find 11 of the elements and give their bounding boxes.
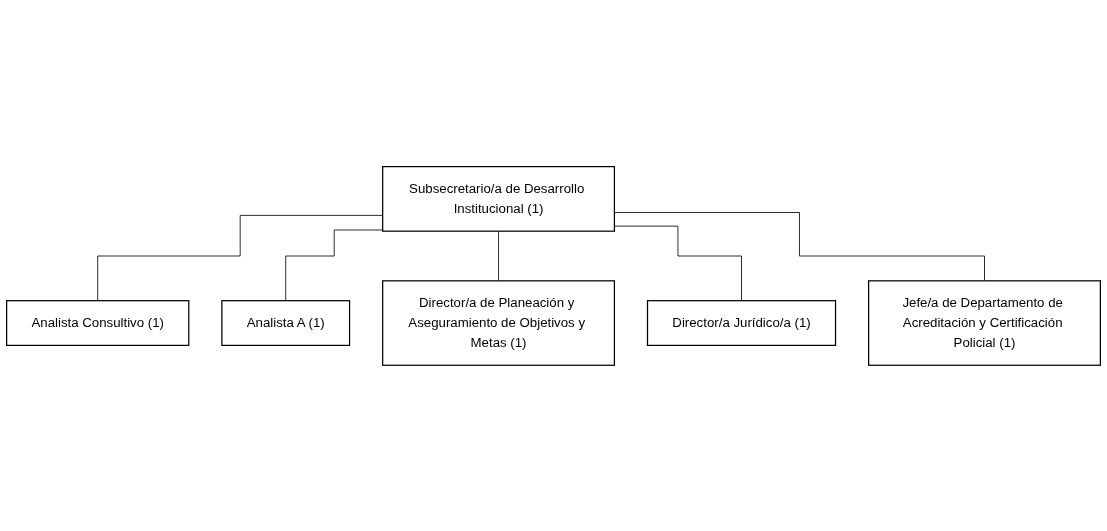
connector <box>614 211 985 281</box>
node-box: Director/a Jurídico/a (1) <box>646 299 837 346</box>
connector <box>614 225 742 301</box>
node-box: Analista Consultivo (1) <box>6 299 190 346</box>
node-box: Jefe/a de Departamento de Acreditación y Certificación Policial (1) <box>868 279 1101 366</box>
connector <box>97 214 384 301</box>
connector <box>498 230 499 281</box>
connector <box>285 229 384 301</box>
node-box: Subsecretario/a de Desarrollo Institucional (1) <box>382 165 616 232</box>
node-box: Director/a de Planeación y Aseguramiento de Objetivos y Metas (1) <box>382 279 616 366</box>
node-box: Analista A (1) <box>221 299 351 346</box>
